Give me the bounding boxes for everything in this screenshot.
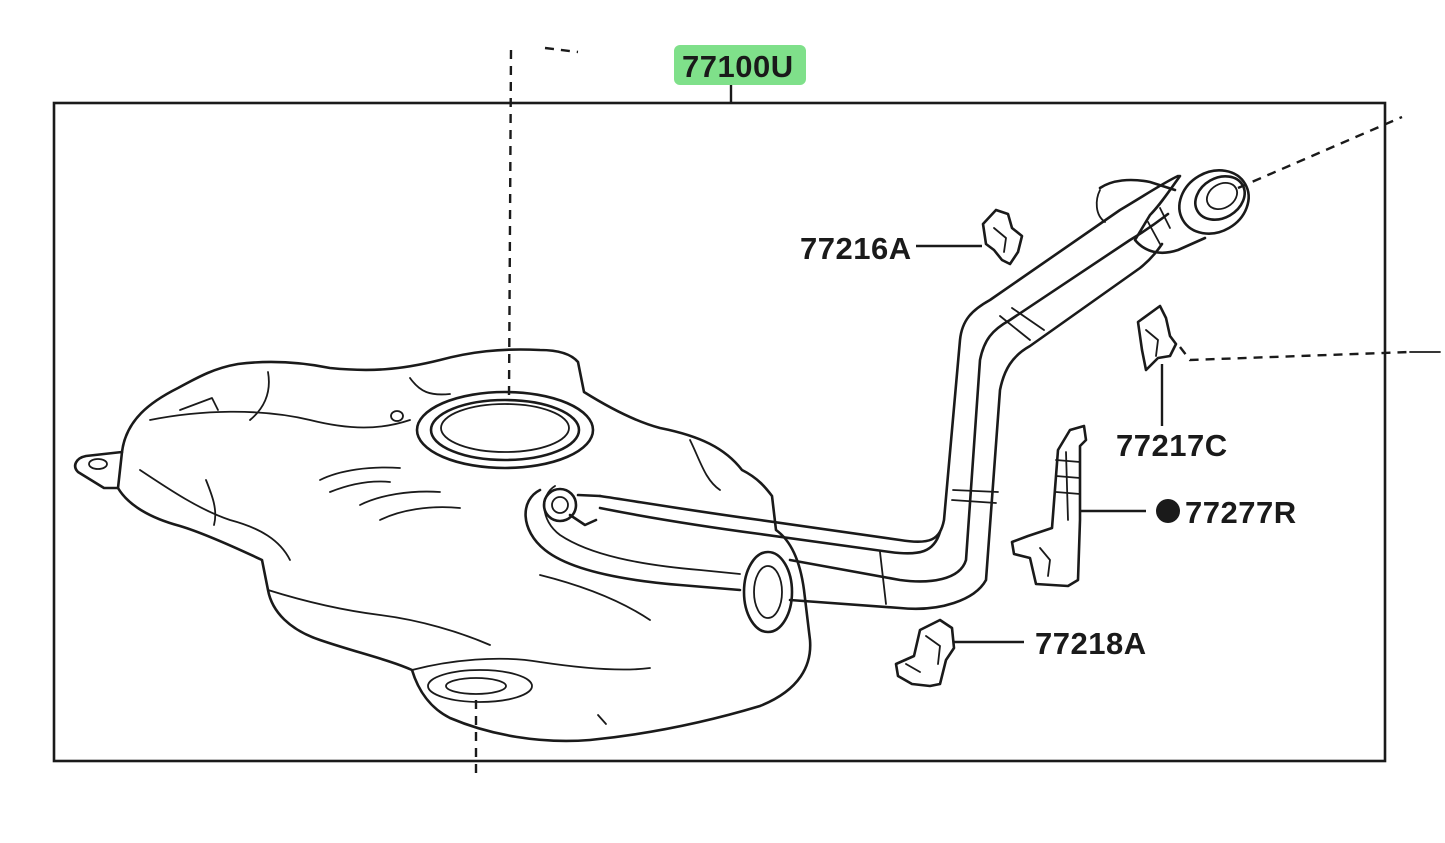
part-label-77277R: 77277R [1185,495,1297,530]
left-mount-flange [73,450,124,490]
main-part-number: 77100U [682,49,794,84]
fuel-pump-ring [415,390,595,470]
bracket-77277R[interactable]: 77277R [1010,424,1297,588]
filler-inlet-assembly[interactable] [1133,158,1260,254]
main-part-callout[interactable]: 77100U [674,45,806,103]
part-label-77216A: 77216A [800,231,912,266]
part-label-77217C: 77217C [1116,428,1228,463]
filler-neck-pipe[interactable] [598,174,1180,611]
part-label-77218A: 77218A [1035,626,1147,661]
fuel-tank-outline [116,348,812,743]
tank-inlet-port [742,550,794,634]
clip-77216A[interactable]: 77216A [800,208,1024,266]
fuel-tank[interactable] [73,348,812,743]
dashed-reference-lines [474,46,1441,778]
assembly-frame [52,101,1387,763]
main-part-highlight [674,45,806,85]
clip-77217C[interactable]: 77217C [1116,304,1228,463]
bottom-sender-plate [427,669,533,703]
filled-circle-icon [1156,499,1180,523]
clip-77218A[interactable]: 77218A [894,618,1147,688]
